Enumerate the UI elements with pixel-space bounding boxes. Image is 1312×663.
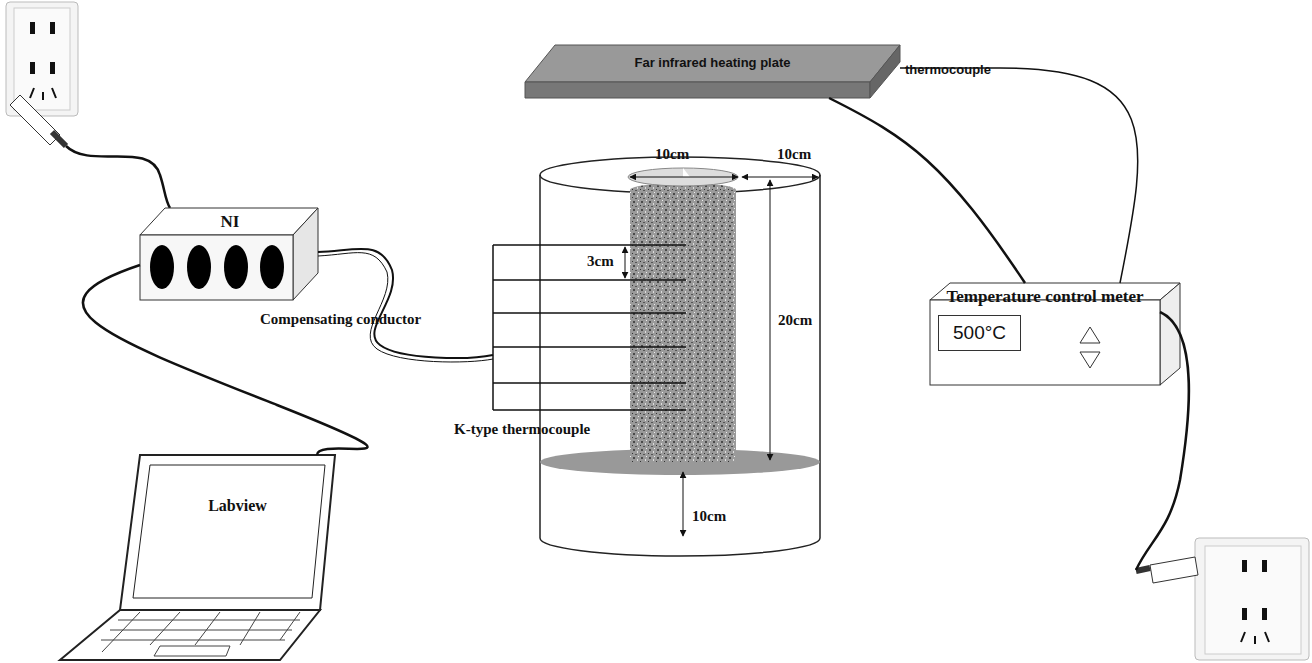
dimension-label: 10cm: [690, 508, 728, 525]
wall-outlet: [6, 2, 78, 146]
sample-cylinder: [540, 157, 820, 556]
dimension-lines: [625, 177, 818, 536]
power-cord: [66, 146, 170, 208]
meter-node: Temperature control meter 500°C: [920, 283, 1170, 385]
display-readout: 500°C: [938, 315, 1021, 351]
node-label: Temperature control meter: [946, 283, 1143, 307]
dimension-label: 10cm: [653, 146, 691, 163]
thermocouple-label: K-type thermocouple: [452, 421, 592, 438]
dimension-label: 3cm: [585, 253, 616, 270]
cable: [900, 68, 1138, 283]
k-thermocouples: [493, 245, 686, 410]
cable: [829, 98, 1025, 283]
thermocouple-label: thermocouple: [903, 62, 993, 77]
node-label: Far infrared heating plate: [634, 48, 790, 70]
wire-label: Compensating conductor: [258, 311, 423, 328]
dimension-label: 10cm: [775, 146, 813, 163]
laptop: [60, 455, 335, 660]
compensating-wire: [318, 249, 493, 358]
dimension-label: 20cm: [776, 312, 814, 329]
cable: [83, 265, 368, 455]
heating-plate: [525, 45, 900, 98]
laptop-screen-node: Labview: [150, 465, 325, 598]
wall-outlet: [1136, 538, 1309, 660]
node-label: NI: [221, 209, 240, 232]
ni-box-node: NI: [160, 209, 300, 235]
node-label: Labview: [208, 465, 267, 515]
heating-plate-node: Far infrared heating plate: [555, 48, 870, 82]
temperature-meter-box: [930, 283, 1180, 385]
ni-daq-box: [140, 208, 318, 300]
power-cord: [1136, 312, 1189, 570]
compensating-wire: [318, 253, 493, 362]
